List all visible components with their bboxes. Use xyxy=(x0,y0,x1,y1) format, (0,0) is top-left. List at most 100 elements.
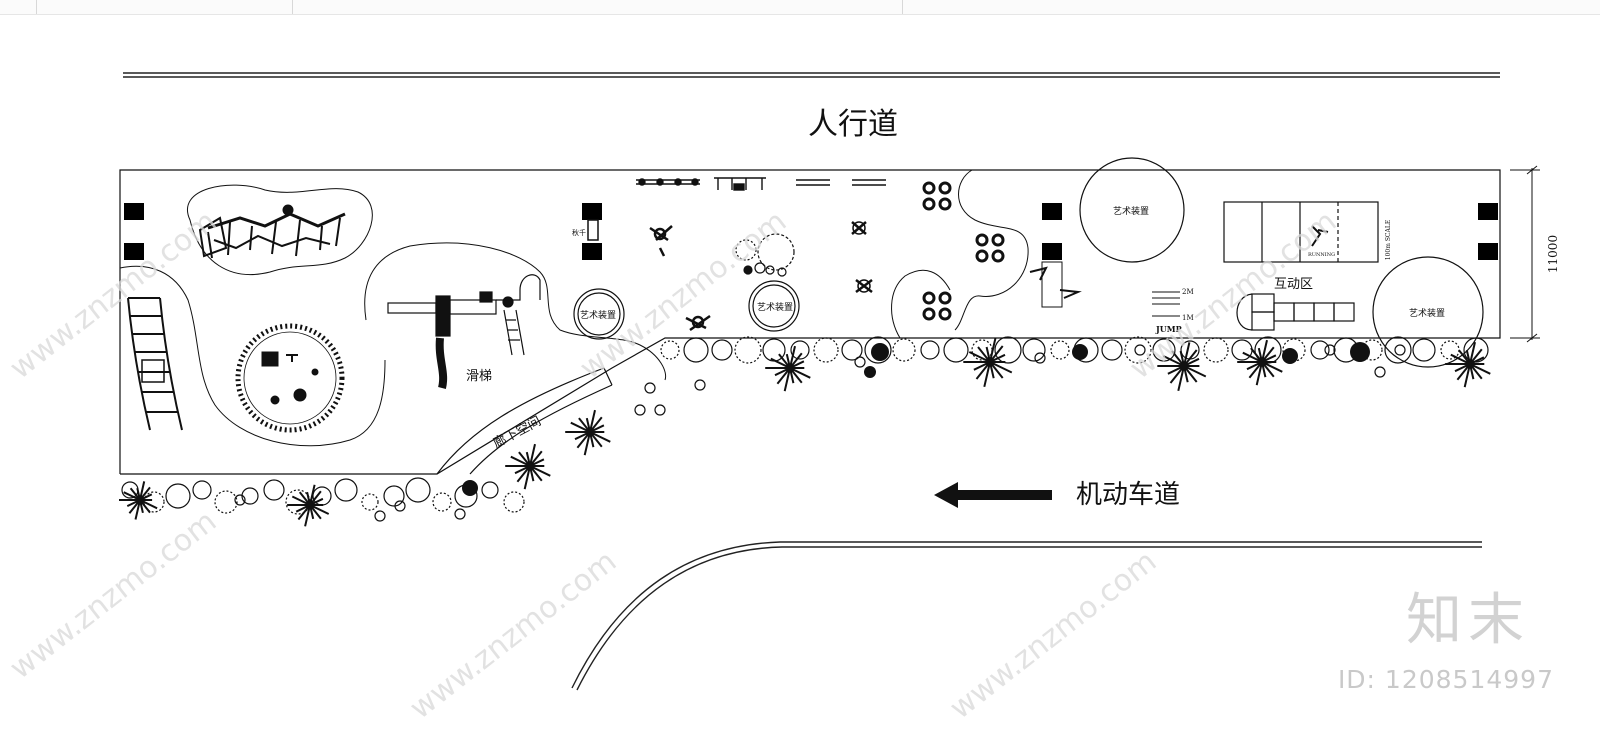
tree-symbol xyxy=(374,510,386,522)
vehicle-lane-label: 机动车道 xyxy=(1076,480,1180,510)
running-court xyxy=(1223,201,1379,263)
climbing-frame-zone xyxy=(187,184,373,276)
watermark-text: www.znzmo.com xyxy=(1123,204,1343,386)
tree-symbol xyxy=(644,382,656,394)
watermark-text: www.znzmo.com xyxy=(3,504,223,686)
jump-2m-label: 2M xyxy=(1182,288,1194,296)
tree-symbol xyxy=(312,486,332,506)
tree-symbol xyxy=(694,379,706,391)
tree-row xyxy=(119,336,1491,527)
tree-symbol xyxy=(963,338,1013,388)
tree-symbol xyxy=(1072,344,1088,360)
running-label: RUNNING xyxy=(1308,252,1335,258)
tree-symbol xyxy=(432,492,452,512)
art-installations xyxy=(573,157,1484,368)
tree-symbol xyxy=(192,480,212,500)
column-blocks xyxy=(124,203,1498,260)
tree-symbol xyxy=(383,485,405,507)
tree-symbol xyxy=(1412,338,1436,362)
tree-symbol xyxy=(394,500,406,512)
watermark-text: www.znzmo.com xyxy=(403,544,623,726)
tree-symbol xyxy=(405,477,431,503)
tree-symbol xyxy=(1463,337,1489,363)
tree-symbol xyxy=(971,339,993,361)
art-installation-label: 艺术装置 xyxy=(1113,205,1149,217)
tree-symbol xyxy=(143,491,165,513)
tree-symbol xyxy=(1324,344,1336,356)
tree-symbol xyxy=(1231,339,1253,361)
top-toolbar-strip xyxy=(0,0,1600,15)
tree-symbol xyxy=(1282,348,1298,364)
tree-symbol xyxy=(634,404,646,416)
tree-symbol xyxy=(734,336,762,364)
tree-symbol xyxy=(1445,341,1491,388)
tab-separator xyxy=(902,0,903,14)
art-installation-label: 艺术装置 xyxy=(1409,307,1445,319)
tree-symbol xyxy=(871,343,889,361)
tree-symbol xyxy=(892,338,916,362)
watermark-text: www.znzmo.com xyxy=(3,204,223,386)
tree-symbol xyxy=(1394,344,1406,356)
tab-separator xyxy=(36,0,37,14)
tree-symbol xyxy=(119,481,158,520)
tree-symbol xyxy=(1157,342,1207,392)
tree-symbol xyxy=(1101,339,1123,361)
under-bridge-path xyxy=(436,367,613,475)
rope-ladder xyxy=(127,297,183,431)
tree-symbol xyxy=(1361,339,1383,361)
art-installation-label: 艺术装置 xyxy=(757,301,793,313)
tree-symbol xyxy=(334,478,358,502)
sand-pit-zone xyxy=(119,242,667,447)
watermark-text: www.znzmo.com xyxy=(943,544,1163,726)
tree-symbol xyxy=(1034,352,1046,364)
image-id-watermark: ID: 1208514997 xyxy=(1337,665,1554,694)
tree-symbol xyxy=(854,356,866,368)
tree-symbol xyxy=(1350,342,1370,362)
tree-symbol xyxy=(361,493,379,511)
tree-symbol xyxy=(1384,336,1412,364)
tree-symbol xyxy=(660,340,680,360)
spring-riders xyxy=(649,221,873,332)
watermark-text: www.znzmo.com xyxy=(573,204,793,386)
road-curb xyxy=(571,541,1482,691)
tree-symbol xyxy=(1180,340,1200,360)
tree-symbol xyxy=(454,508,466,520)
tree-symbol xyxy=(462,480,478,496)
scale-note: 100m SCALE xyxy=(1385,220,1392,260)
tree-symbol xyxy=(1152,338,1176,362)
fitness-equipment xyxy=(636,177,886,191)
sidewalk-edge xyxy=(123,72,1500,78)
tree-symbol xyxy=(711,339,733,361)
tree-symbol xyxy=(790,340,810,360)
tree-symbol xyxy=(1203,337,1229,363)
swing xyxy=(587,219,599,241)
tree-symbol xyxy=(214,490,238,514)
tree-symbol xyxy=(813,337,839,363)
tree-symbol xyxy=(505,443,551,490)
tree-symbol xyxy=(234,494,246,506)
watermark-layer: www.znzmo.com www.znzmo.com www.znzmo.co… xyxy=(3,204,1343,726)
lawn-curves xyxy=(891,169,1029,339)
brand-watermark: 知末 xyxy=(1406,588,1530,653)
tree-symbol xyxy=(481,481,499,499)
jump-1m-label: 1M xyxy=(1182,314,1194,322)
jump-label: JUMP xyxy=(1155,324,1182,334)
tree-symbol xyxy=(121,481,139,499)
tree-symbol xyxy=(841,339,863,361)
park-boundary xyxy=(119,169,1501,475)
tree-symbol xyxy=(765,345,811,392)
tree-symbol xyxy=(165,483,191,509)
swing-label: 秋千 xyxy=(572,228,586,237)
hopscotch xyxy=(1236,293,1355,331)
tree-symbol xyxy=(287,484,330,527)
tree-symbol xyxy=(565,409,611,456)
tree-symbol xyxy=(503,491,525,513)
jump-area xyxy=(1152,291,1180,317)
tree-symbol xyxy=(1022,338,1046,362)
sidewalk-label: 人行道 xyxy=(808,107,898,142)
tree-symbol xyxy=(943,337,969,363)
tree-symbol xyxy=(683,337,709,363)
tree-symbol xyxy=(864,366,876,378)
dimension-marker xyxy=(1510,165,1540,343)
